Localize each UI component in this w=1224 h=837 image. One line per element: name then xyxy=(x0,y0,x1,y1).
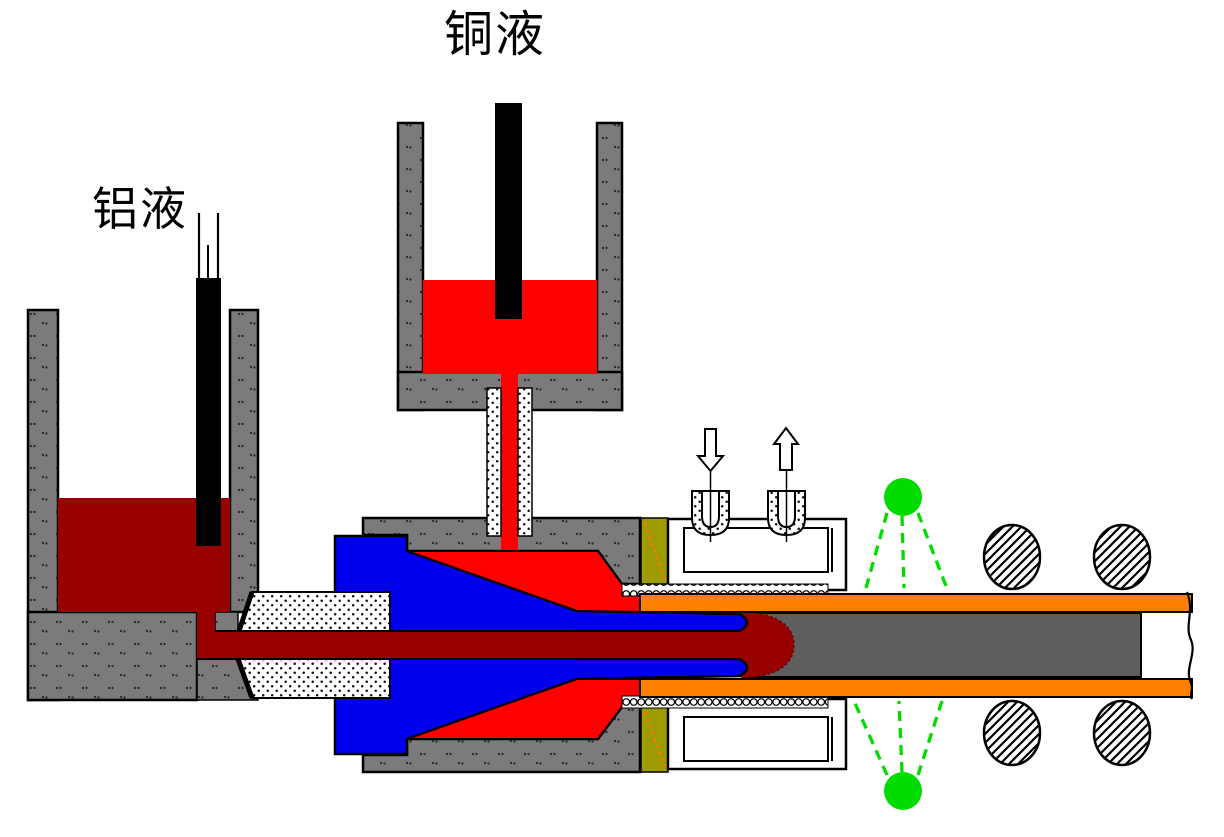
insulation-block-lower xyxy=(236,658,391,699)
aluminum-feed-channel xyxy=(197,631,750,659)
insulation-block-upper xyxy=(237,591,391,632)
pour-nozzle-tube-right xyxy=(517,387,533,537)
pinch-roller-bottom-2 xyxy=(1092,699,1152,767)
pinch-roller-top-1 xyxy=(982,523,1042,591)
solidification-front-dome xyxy=(740,611,795,679)
label-aluminum-liquid: 铝液 xyxy=(92,182,188,236)
clad-tube-top xyxy=(639,593,1193,613)
aluminum-crucible-bottom xyxy=(26,610,199,702)
copper-stopper-rod xyxy=(495,103,522,319)
aluminum-stopper-rod xyxy=(196,278,221,546)
indicator-rays-bottom xyxy=(852,700,944,776)
pinch-roller-bottom-1 xyxy=(982,699,1042,767)
aluminum-crucible-right-wall xyxy=(228,308,260,614)
solidified-aluminum-core xyxy=(744,612,1142,678)
label-copper-liquid: 铜液 xyxy=(444,6,547,63)
insulation-block-lower-edge xyxy=(235,658,255,699)
pinch-roller-top-2 xyxy=(1092,523,1152,591)
coolant-outlet-arrow-icon xyxy=(772,426,800,471)
coolant-inlet-arrow-icon xyxy=(695,428,726,473)
graphite-ring-bottom-mark xyxy=(643,711,667,768)
insulation-block-upper-edge xyxy=(236,591,255,632)
clad-tube-bottom xyxy=(639,678,1193,698)
indicator-rays-top xyxy=(864,512,948,589)
cooling-jacket-bottom-cavity xyxy=(683,716,829,762)
aluminum-crucible-ledge xyxy=(214,611,239,632)
break-line xyxy=(1185,591,1194,700)
copper-crucible-right-wall xyxy=(595,121,624,412)
pour-nozzle-tube-left xyxy=(486,387,502,537)
copper-crucible-left-wall xyxy=(396,121,425,412)
copper-pour-channel xyxy=(501,372,518,558)
graphite-ring-bottom xyxy=(640,706,669,773)
molten-aluminum-bath xyxy=(58,498,230,631)
indicator-node-top xyxy=(884,478,922,516)
graphite-ring-top-mark xyxy=(643,522,667,581)
indicator-node-bottom xyxy=(884,772,922,810)
